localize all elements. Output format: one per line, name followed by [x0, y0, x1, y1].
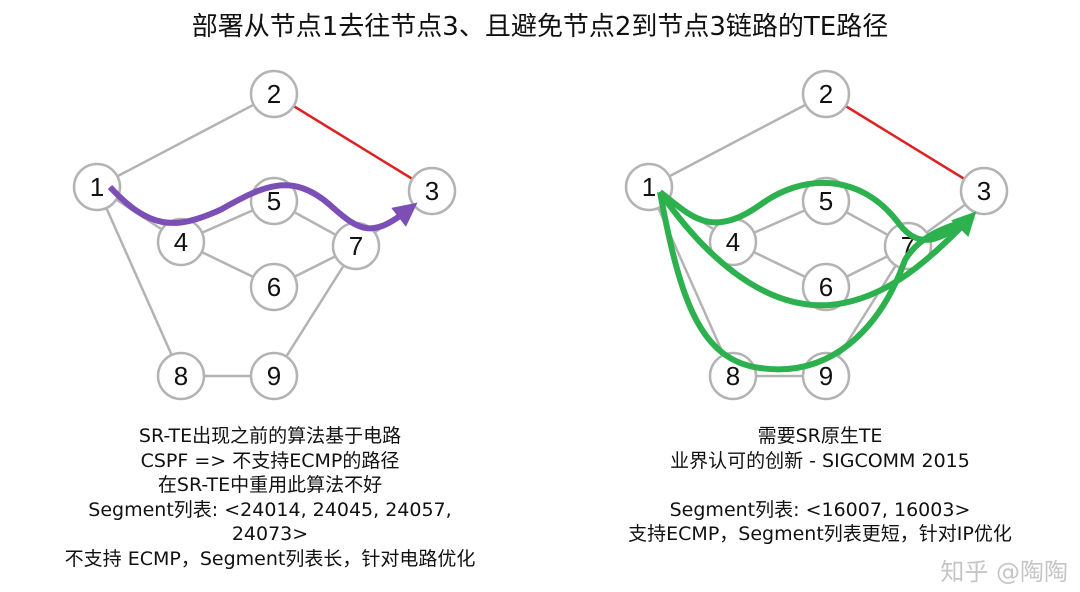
caption-line: Segment列表: <16007, 16003>: [669, 498, 971, 521]
link-1-2: [648, 92, 827, 189]
node-label: 1: [642, 172, 656, 202]
node-6: 6: [801, 262, 851, 312]
caption-line: 在SR-TE中重用此算法不好: [157, 474, 383, 496]
node-2: 2: [249, 69, 299, 119]
link-9-7: [272, 245, 358, 377]
avoided-link-2-3: [825, 92, 985, 193]
avoided-link-2-3: [273, 92, 433, 193]
caption-line: CSPF => 不支持ECMP的路径: [140, 449, 400, 472]
node-label: 5: [267, 186, 281, 216]
node-3: 3: [959, 166, 1009, 216]
node-label: 9: [267, 361, 281, 391]
node-2: 2: [801, 69, 851, 119]
node-label: 7: [349, 231, 363, 261]
caption-line: [560, 473, 1080, 498]
link-1-2: [96, 92, 275, 189]
watermark: 知乎 @陶陶: [940, 558, 1068, 586]
caption-line: 需要SR原生TE: [757, 425, 883, 447]
right-caption: 需要SR原生TE 业界认可的创新 - SIGCOMM 2015 Segment列…: [560, 424, 1080, 547]
node-label: 8: [726, 361, 740, 391]
node-label: 9: [819, 361, 833, 391]
node-9: 9: [249, 351, 299, 401]
node-label: 2: [819, 79, 833, 109]
node-4: 4: [708, 217, 758, 267]
left-topology: 1 2 3 4 5 6 7 8 9: [72, 69, 457, 401]
node-1: 1: [72, 162, 122, 212]
caption-line: SR-TE出现之前的算法基于电路: [138, 425, 402, 447]
ecmp-path-2: [657, 190, 977, 309]
node-label: 8: [174, 361, 188, 391]
node-4: 4: [156, 217, 206, 267]
node-label: 6: [819, 272, 833, 302]
node-6: 6: [249, 262, 299, 312]
caption-line: Segment列表: <24014, 24045, 24057,: [88, 498, 452, 521]
caption-line: 支持ECMP，Segment列表更短，针对IP优化: [628, 523, 1012, 545]
node-label: 3: [977, 176, 991, 206]
node-label: 1: [90, 172, 104, 202]
node-label: 3: [425, 176, 439, 206]
node-8: 8: [156, 351, 206, 401]
node-label: 5: [819, 186, 833, 216]
caption-line: 业界认可的创新 - SIGCOMM 2015: [670, 449, 970, 472]
node-label: 4: [726, 227, 740, 257]
ecmp-path-3: [657, 191, 969, 373]
node-label: 6: [267, 272, 281, 302]
node-3: 3: [407, 166, 457, 216]
left-caption: SR-TE出现之前的算法基于电路 CSPF => 不支持ECMP的路径 在SR-…: [0, 424, 540, 571]
link-1-8: [95, 186, 183, 377]
node-label: 4: [174, 227, 188, 257]
caption-line: 不支持 ECMP，Segment列表长，针对电路优化: [64, 547, 476, 570]
diagram-title: 部署从节点1去往节点3、且避免节点2到节点3链路的TE路径: [191, 12, 889, 42]
node-label: 2: [267, 79, 281, 109]
node-5: 5: [801, 176, 851, 226]
caption-line: 24073>: [231, 523, 309, 545]
cspf-path: [107, 182, 418, 232]
